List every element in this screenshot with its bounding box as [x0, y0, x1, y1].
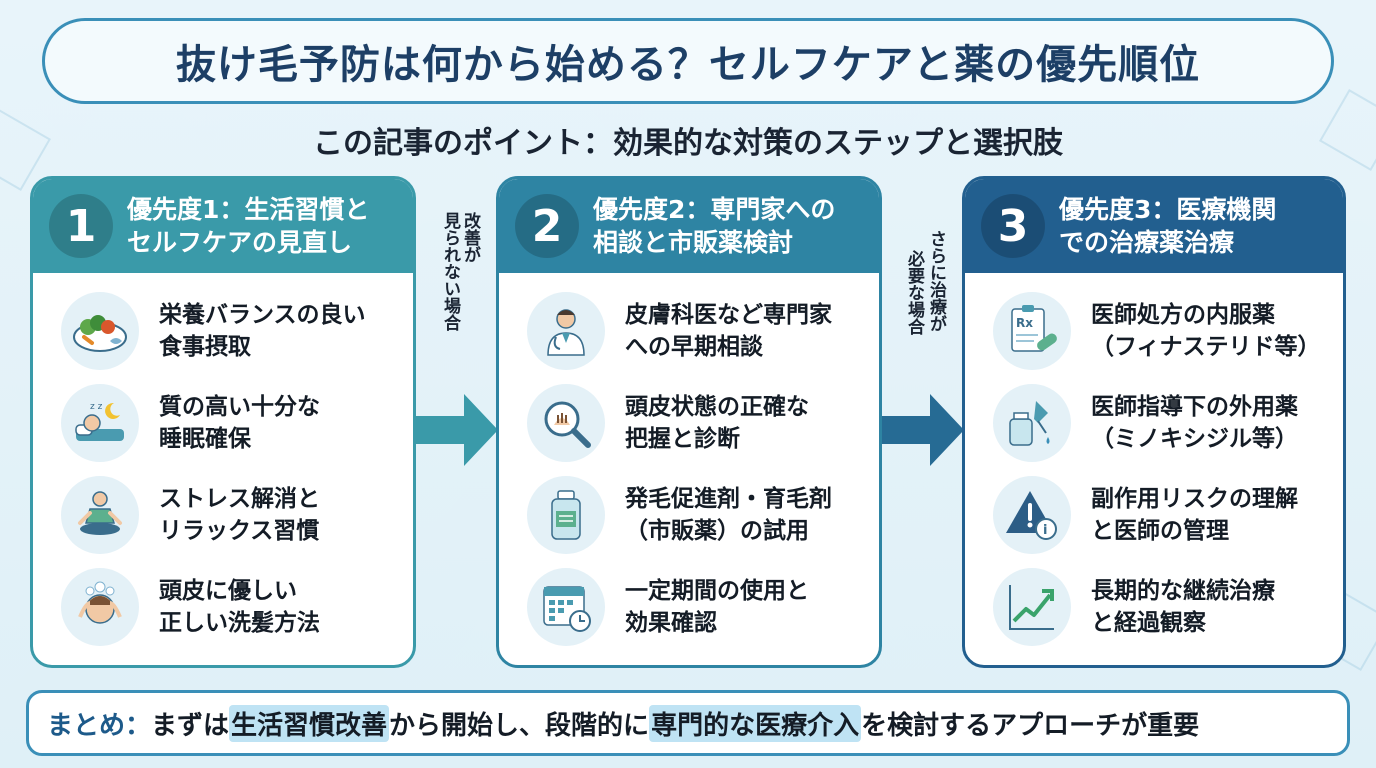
step-heading-line: 優先度3：医療機関 [1059, 195, 1277, 224]
doctor-icon [527, 292, 605, 370]
summary-text: から開始し、段階的に [389, 710, 650, 741]
step-heading: 優先度2：専門家への 相談と市販薬検討 [593, 193, 835, 259]
step-card-3: 3 優先度3：医療機関 での治療薬治療 Rx 医師処方の内服薬 （フィナステリド… [962, 176, 1346, 668]
prescription-icon: Rx [993, 292, 1071, 370]
dropper-icon [993, 384, 1071, 462]
list-item: z z 質の高い十分な 睡眠確保 [61, 377, 399, 469]
list-item: ストレス解消と リラックス習慣 [61, 469, 399, 561]
arrow-label: 見られない場合 [440, 212, 460, 331]
svg-text:Rx: Rx [1016, 316, 1033, 330]
sleep-icon: z z [61, 384, 139, 462]
summary-highlight: 専門的な医療介入 [649, 704, 862, 742]
list-item-text: 長期的な継続治療 と経過観察 [1091, 578, 1275, 636]
warning-info-icon: i [993, 476, 1071, 554]
list-item-text: 一定期間の使用と 効果確認 [625, 578, 809, 636]
healthy-food-icon [61, 292, 139, 370]
calendar-clock-icon [527, 568, 605, 646]
svg-text:i: i [1043, 523, 1047, 538]
step-card-header: 1 優先度1：生活習慣と セルフケアの見直し [33, 179, 413, 273]
list-item: 一定期間の使用と 効果確認 [527, 561, 865, 653]
medicine-bottle-icon [527, 476, 605, 554]
svg-text:z z: z z [90, 402, 103, 412]
list-item: 長期的な継続治療 と経過観察 [993, 561, 1329, 653]
scalp-magnifier-icon [527, 384, 605, 462]
arrow-label-line: 見られない場合 [440, 212, 460, 331]
right-arrow-icon [416, 394, 498, 466]
flow-arrow-1: 改善が 見られない場合 [416, 196, 500, 476]
step-card-header: 2 優先度2：専門家への 相談と市販薬検討 [499, 179, 879, 273]
arrow-label-line: さらに治療が [926, 230, 946, 332]
summary-label: まとめ： [47, 710, 152, 741]
summary-text: まずは [151, 710, 230, 741]
step-card-2: 2 優先度2：専門家への 相談と市販薬検討 皮膚科医など専門家 への早期相談 [496, 176, 882, 668]
step-number: 3 [981, 194, 1045, 258]
list-item-text: 頭皮状態の正確な 把握と診断 [625, 394, 809, 452]
step-card-header: 3 優先度3：医療機関 での治療薬治療 [965, 179, 1343, 273]
list-item: 発毛促進剤・育毛剤 （市販薬）の試用 [527, 469, 865, 561]
arrow-label: さらに治療が [926, 230, 946, 332]
step-heading: 優先度1：生活習慣と セルフケアの見直し [127, 193, 369, 259]
hair-wash-icon [61, 568, 139, 646]
right-arrow-icon [882, 394, 964, 466]
summary-box: まとめ： まずは 生活習慣改善 から開始し、段階的に 専門的な医療介入 を検討す… [26, 690, 1350, 756]
summary-highlight: 生活習慣改善 [229, 704, 390, 742]
meditation-icon [61, 476, 139, 554]
title-banner: 抜け毛予防は何から始める？セルフケアと薬の優先順位 [42, 18, 1334, 104]
step-heading: 優先度3：医療機関 での治療薬治療 [1059, 193, 1276, 259]
step-card-1: 1 優先度1：生活習慣と セルフケアの見直し 栄養バランスの良い 食事摂取 [30, 176, 416, 668]
arrow-label-line: 必要な場合 [904, 250, 924, 335]
list-item-text: ストレス解消と リラックス習慣 [159, 486, 320, 544]
list-item: Rx 医師処方の内服薬 （フィナステリド等） [993, 285, 1329, 377]
list-item-text: 医師指導下の外用薬 （ミノキシジル等） [1091, 394, 1298, 452]
list-item: i 副作用リスクの理解 と医師の管理 [993, 469, 1329, 561]
arrow-label-line: 改善が [460, 212, 480, 263]
step-heading-line: 相談と市販薬検討 [593, 228, 794, 257]
summary-text: を検討するアプローチが重要 [861, 710, 1200, 741]
page-subtitle: この記事のポイント：効果的な対策のステップと選択肢 [313, 126, 1063, 161]
step-heading-line: 優先度1：生活習慣と [127, 195, 370, 224]
trend-chart-icon [993, 568, 1071, 646]
step-heading-line: 優先度2：専門家への [593, 195, 836, 224]
flow-arrow-2: さらに治療が 必要な場合 [882, 220, 966, 476]
step-number: 2 [515, 194, 579, 258]
list-item-text: 医師処方の内服薬 （フィナステリド等） [1091, 302, 1321, 360]
step-number: 1 [49, 194, 113, 258]
list-item-text: 頭皮に優しい 正しい洗髪方法 [159, 578, 320, 636]
list-item: 医師指導下の外用薬 （ミノキシジル等） [993, 377, 1329, 469]
arrow-label: 改善が [460, 212, 480, 263]
list-item: 皮膚科医など専門家 への早期相談 [527, 285, 865, 377]
list-item-text: 栄養バランスの良い 食事摂取 [159, 302, 366, 360]
list-item: 頭皮に優しい 正しい洗髪方法 [61, 561, 399, 653]
list-item-text: 発毛促進剤・育毛剤 （市販薬）の試用 [625, 486, 832, 544]
step-heading-line: での治療薬治療 [1059, 228, 1235, 257]
list-item: 栄養バランスの良い 食事摂取 [61, 285, 399, 377]
list-item-text: 皮膚科医など専門家 への早期相談 [625, 302, 832, 360]
page-title: 抜け毛予防は何から始める？セルフケアと薬の優先順位 [175, 42, 1201, 88]
list-item-text: 質の高い十分な 睡眠確保 [159, 394, 320, 452]
arrow-label: 必要な場合 [904, 250, 924, 335]
list-item-text: 副作用リスクの理解 と医師の管理 [1091, 486, 1298, 544]
step-heading-line: セルフケアの見直し [127, 228, 353, 257]
list-item: 頭皮状態の正確な 把握と診断 [527, 377, 865, 469]
